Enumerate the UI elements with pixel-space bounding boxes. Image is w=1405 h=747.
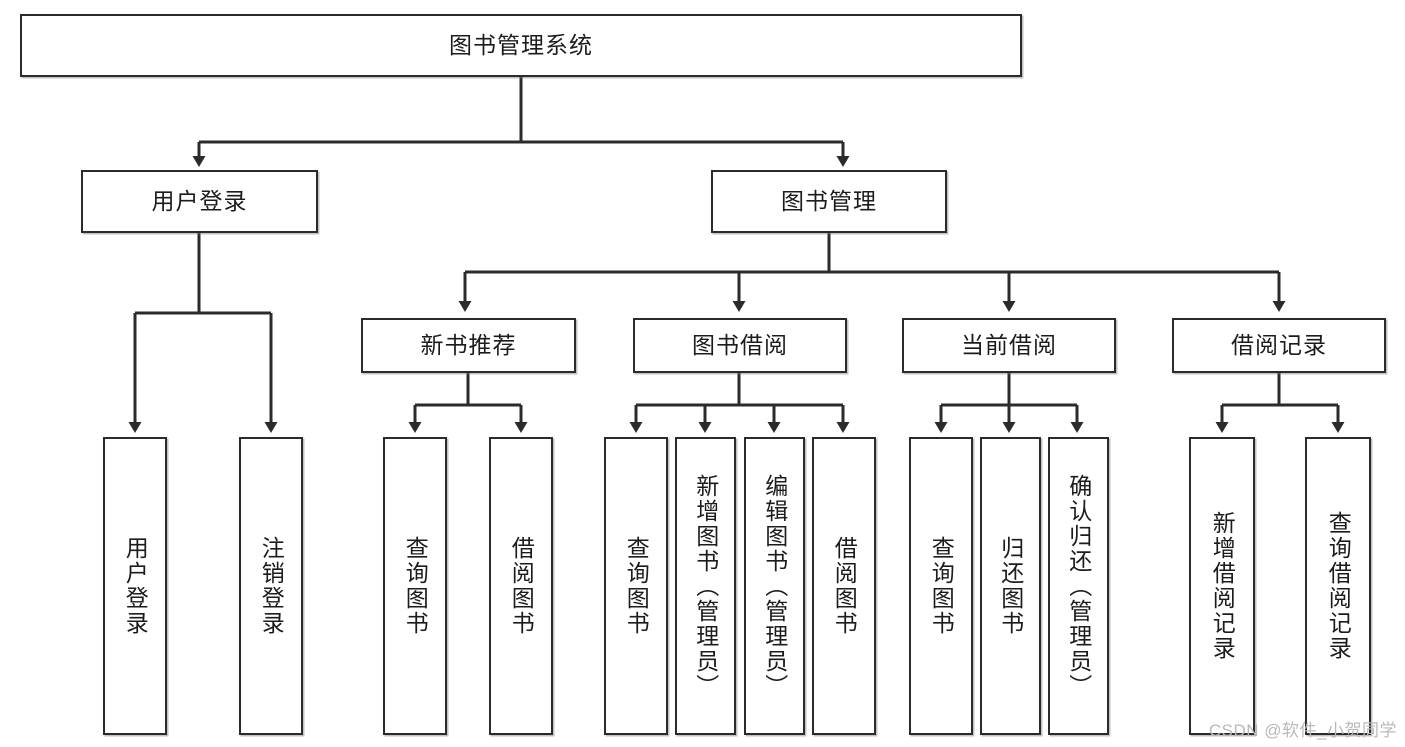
node-user-login-label: 用户登录 (151, 187, 248, 214)
node-leaf-query-book-2[interactable]: 查询图书 (604, 437, 668, 735)
node-leaf-confirm-return[interactable]: 确认归还（管理员） (1048, 437, 1109, 735)
node-new-book-rec-label: 新书推荐 (420, 331, 517, 358)
node-leaf-borrow-book-2-label: 借阅图书 (831, 536, 858, 636)
node-leaf-logout-login[interactable]: 注销登录 (239, 437, 303, 735)
node-leaf-return-book-label: 归还图书 (997, 536, 1024, 636)
node-leaf-borrow-book-1-label: 借阅图书 (508, 536, 535, 636)
node-borrow-record-label: 借阅记录 (1231, 331, 1327, 358)
node-leaf-logout-login-label: 注销登录 (258, 536, 285, 636)
node-leaf-query-book-3-label: 查询图书 (928, 536, 955, 636)
node-new-book-rec[interactable]: 新书推荐 (361, 318, 576, 373)
node-leaf-query-book-1-label: 查询图书 (402, 536, 429, 636)
node-leaf-query-book-3[interactable]: 查询图书 (909, 437, 973, 735)
node-leaf-return-book[interactable]: 归还图书 (980, 437, 1041, 735)
node-leaf-query-record[interactable]: 查询借阅记录 (1305, 437, 1371, 735)
node-leaf-edit-book-label: 编辑图书（管理员） (761, 473, 788, 699)
node-current-borrow-label: 当前借阅 (961, 331, 1057, 358)
node-leaf-confirm-return-label: 确认归还（管理员） (1065, 473, 1092, 699)
node-current-borrow[interactable]: 当前借阅 (902, 318, 1116, 373)
node-book-borrow-label: 图书借阅 (692, 331, 788, 358)
node-leaf-add-record-label: 新增借阅记录 (1209, 511, 1236, 661)
node-leaf-edit-book[interactable]: 编辑图书（管理员） (744, 437, 805, 735)
node-leaf-add-book-label: 新增图书（管理员） (692, 473, 719, 699)
node-book-borrow[interactable]: 图书借阅 (633, 318, 847, 373)
node-book-manage-label: 图书管理 (781, 187, 877, 214)
node-root-label: 图书管理系统 (449, 31, 593, 58)
node-leaf-add-record[interactable]: 新增借阅记录 (1189, 437, 1255, 735)
node-user-login[interactable]: 用户登录 (81, 170, 318, 233)
node-leaf-user-login[interactable]: 用户登录 (103, 437, 167, 735)
node-book-manage[interactable]: 图书管理 (711, 170, 947, 233)
node-root[interactable]: 图书管理系统 (20, 14, 1022, 77)
node-borrow-record[interactable]: 借阅记录 (1172, 318, 1386, 373)
csdn-watermark: CSDN @软件_小贺同学 (1208, 721, 1397, 740)
node-leaf-borrow-book-2[interactable]: 借阅图书 (812, 437, 876, 735)
node-leaf-query-record-label: 查询借阅记录 (1325, 511, 1352, 661)
node-leaf-borrow-book-1[interactable]: 借阅图书 (489, 437, 553, 735)
node-leaf-user-login-label: 用户登录 (122, 536, 149, 636)
node-leaf-query-book-1[interactable]: 查询图书 (383, 437, 447, 735)
node-leaf-query-book-2-label: 查询图书 (623, 536, 650, 636)
node-leaf-add-book[interactable]: 新增图书（管理员） (675, 437, 736, 735)
